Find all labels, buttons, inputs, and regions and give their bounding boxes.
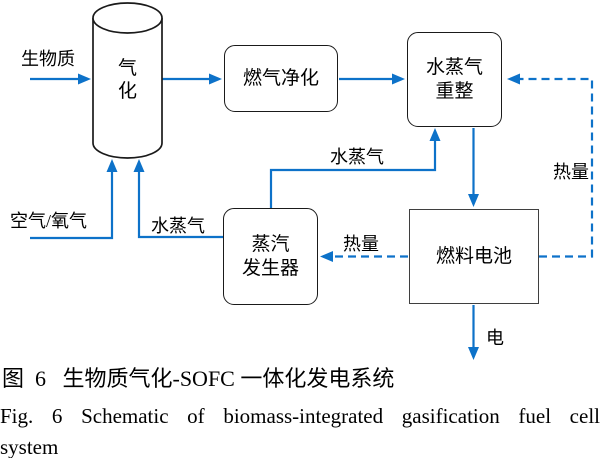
heat-arrow-fuelcell-to-reformer bbox=[507, 73, 594, 258]
node-steam-reformer-label-line1: 水蒸气 bbox=[425, 56, 483, 78]
edge-label-electricity: 电 bbox=[486, 328, 504, 348]
node-gasifier-label-line2: 化 bbox=[117, 81, 137, 102]
gasifier-cylinder-shape bbox=[92, 2, 163, 159]
node-steam-reformer: 水蒸气 重整 bbox=[407, 32, 502, 127]
node-fuel-cell-label: 燃料电池 bbox=[435, 245, 512, 267]
figure-caption-english: Fig. 6 Schematic of biomass-integrated g… bbox=[0, 401, 600, 458]
edge-label-heat-to-reformer: 热量 bbox=[553, 162, 589, 182]
figure-caption-chinese: 图 6 生物质气化-SOFC 一体化发电系统 bbox=[2, 366, 395, 391]
flow-arrow-steam-to-reformer bbox=[269, 128, 441, 208]
edge-label-biomass: 生物质 bbox=[21, 49, 75, 69]
figure-caption-english-line2: system bbox=[0, 435, 59, 458]
node-steam-reformer-label-line2: 重整 bbox=[435, 80, 474, 102]
node-fuel-cell: 燃料电池 bbox=[409, 209, 539, 304]
edge-label-steam-to-reformer: 水蒸气 bbox=[330, 147, 384, 167]
node-gas-cleanup: 燃气净化 bbox=[224, 45, 338, 112]
node-gasifier: 气 化 bbox=[93, 57, 162, 103]
node-gas-cleanup-label: 燃气净化 bbox=[242, 67, 319, 89]
flow-arrow-air-to-gasifier bbox=[30, 159, 118, 240]
edge-label-heat-to-generator: 热量 bbox=[343, 234, 379, 254]
node-steam-generator: 蒸汽 发生器 bbox=[223, 208, 318, 305]
edge-label-steam-to-gasifier: 水蒸气 bbox=[151, 216, 205, 236]
edge-label-air-oxygen: 空气/氧气 bbox=[10, 211, 88, 231]
figure-caption-english-line1: Fig. 6 Schematic of biomass-integrated g… bbox=[0, 404, 600, 428]
node-gasifier-label-line1: 气 bbox=[117, 58, 137, 79]
node-steam-generator-label-line2: 发生器 bbox=[241, 257, 299, 279]
node-steam-generator-label-line1: 蒸汽 bbox=[251, 233, 290, 255]
flow-arrow-steam-to-gasifier bbox=[133, 159, 223, 239]
